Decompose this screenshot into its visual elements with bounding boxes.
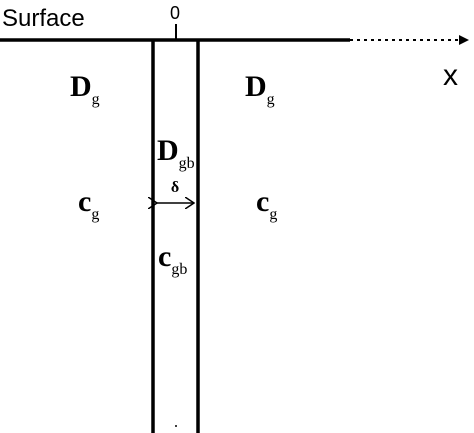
conc-right-label: cg <box>256 185 277 223</box>
boundary-main: D <box>157 134 179 167</box>
surface-label: Surface <box>2 5 85 32</box>
grain-left-label: Dg <box>70 70 100 108</box>
conc-left-label: cg <box>78 185 99 223</box>
axis-label: x <box>443 59 458 92</box>
grain-right-sub: g <box>267 91 275 108</box>
grain-left-main: D <box>70 70 92 103</box>
grain-right-main: D <box>245 70 267 103</box>
grain-left-sub: g <box>92 91 100 108</box>
conc-left-main: c <box>78 185 91 218</box>
conc-right-sub: g <box>269 206 277 223</box>
boundary-sub: gb <box>179 155 195 172</box>
origin-label: 0 <box>170 3 180 23</box>
boundary-diffusion-label: Dgb <box>157 134 195 172</box>
conc-left-sub: g <box>91 206 99 223</box>
conc-boundary-main: c <box>158 240 171 273</box>
conc-right-main: c <box>256 185 269 218</box>
grain-right-label: Dg <box>245 70 275 108</box>
conc-boundary-label: cgb <box>158 240 187 278</box>
conc-boundary-sub: gb <box>171 261 187 278</box>
bottom-dot <box>175 425 177 427</box>
width-symbol: δ <box>171 179 179 196</box>
